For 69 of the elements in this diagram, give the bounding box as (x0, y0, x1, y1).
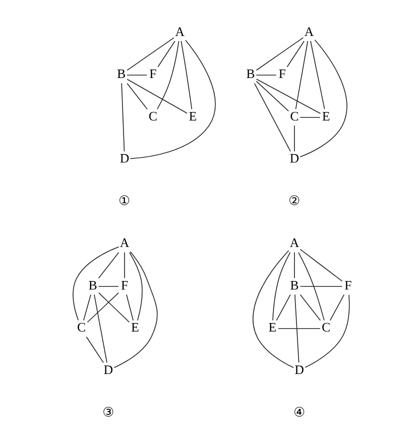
node-text: F (278, 66, 286, 82)
node-text: A (304, 24, 314, 39)
connector (255, 37, 304, 71)
connector (277, 328, 320, 330)
connector (252, 250, 294, 368)
connector (126, 294, 134, 321)
connector (294, 294, 299, 364)
connector (130, 40, 216, 159)
node-text: D (119, 150, 129, 166)
node-text: E (188, 108, 196, 124)
node-text: D (294, 362, 304, 377)
connector (126, 74, 147, 76)
connector (180, 40, 192, 110)
node-text: E (322, 108, 330, 124)
node-text: B (116, 66, 126, 82)
connector (299, 248, 342, 282)
node-text: F (344, 277, 352, 292)
node-text: C (290, 108, 298, 124)
connector (128, 252, 142, 321)
label: ① (118, 192, 130, 208)
label: ③ (102, 404, 114, 420)
label: ② (288, 192, 300, 208)
connector (93, 294, 107, 364)
connector (310, 40, 324, 110)
node-text: B (88, 277, 97, 292)
connector (72, 246, 119, 321)
node-text: A (119, 235, 129, 250)
connector (86, 292, 118, 323)
node-text: E (268, 320, 276, 335)
connector (157, 40, 175, 68)
connector (256, 78, 320, 114)
connector (304, 294, 350, 368)
node-text: D (289, 150, 299, 166)
node-text: E (130, 320, 139, 335)
connector (299, 294, 320, 321)
connector (86, 336, 104, 364)
node-text: B (246, 66, 254, 82)
connector (98, 292, 130, 323)
connector (299, 286, 342, 287)
connector (120, 82, 124, 152)
node-text: C (148, 108, 157, 124)
connector (126, 82, 148, 110)
node-text: A (289, 235, 299, 250)
connector (294, 40, 308, 110)
connector (329, 294, 344, 321)
label: ④ (292, 404, 305, 420)
connector (286, 40, 304, 68)
connector (126, 37, 174, 71)
node-text: A (174, 24, 184, 39)
node-text: F (120, 277, 128, 292)
connector (299, 116, 320, 118)
node-text: C (321, 320, 330, 335)
node-text: F (148, 66, 156, 82)
connector (82, 294, 91, 321)
connector (156, 40, 179, 110)
node-text: C (76, 320, 86, 335)
node-text: B (290, 277, 298, 292)
node-text: D (103, 362, 113, 377)
connector (255, 74, 276, 76)
connector (98, 286, 118, 287)
connector (299, 40, 347, 158)
connector (254, 82, 290, 152)
connector (98, 252, 119, 279)
connector (272, 252, 290, 321)
connector (126, 78, 188, 114)
connector (255, 80, 288, 112)
connector (298, 252, 324, 321)
connector (276, 294, 290, 321)
connector (113, 251, 158, 368)
